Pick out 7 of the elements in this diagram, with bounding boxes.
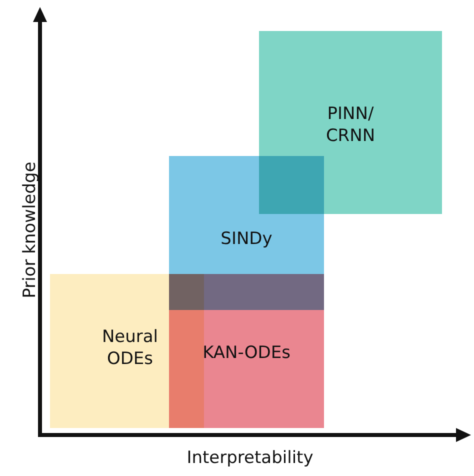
region-box bbox=[259, 31, 442, 214]
region-label: KAN-ODEs bbox=[202, 342, 292, 364]
region-label: SINDy bbox=[220, 228, 274, 250]
region-label: PINN/ CRNN bbox=[324, 103, 376, 147]
axis-label: Interpretability bbox=[186, 448, 314, 468]
axis-label: Prior knowledge bbox=[20, 162, 40, 298]
region-label: Neural ODEs bbox=[100, 326, 160, 370]
